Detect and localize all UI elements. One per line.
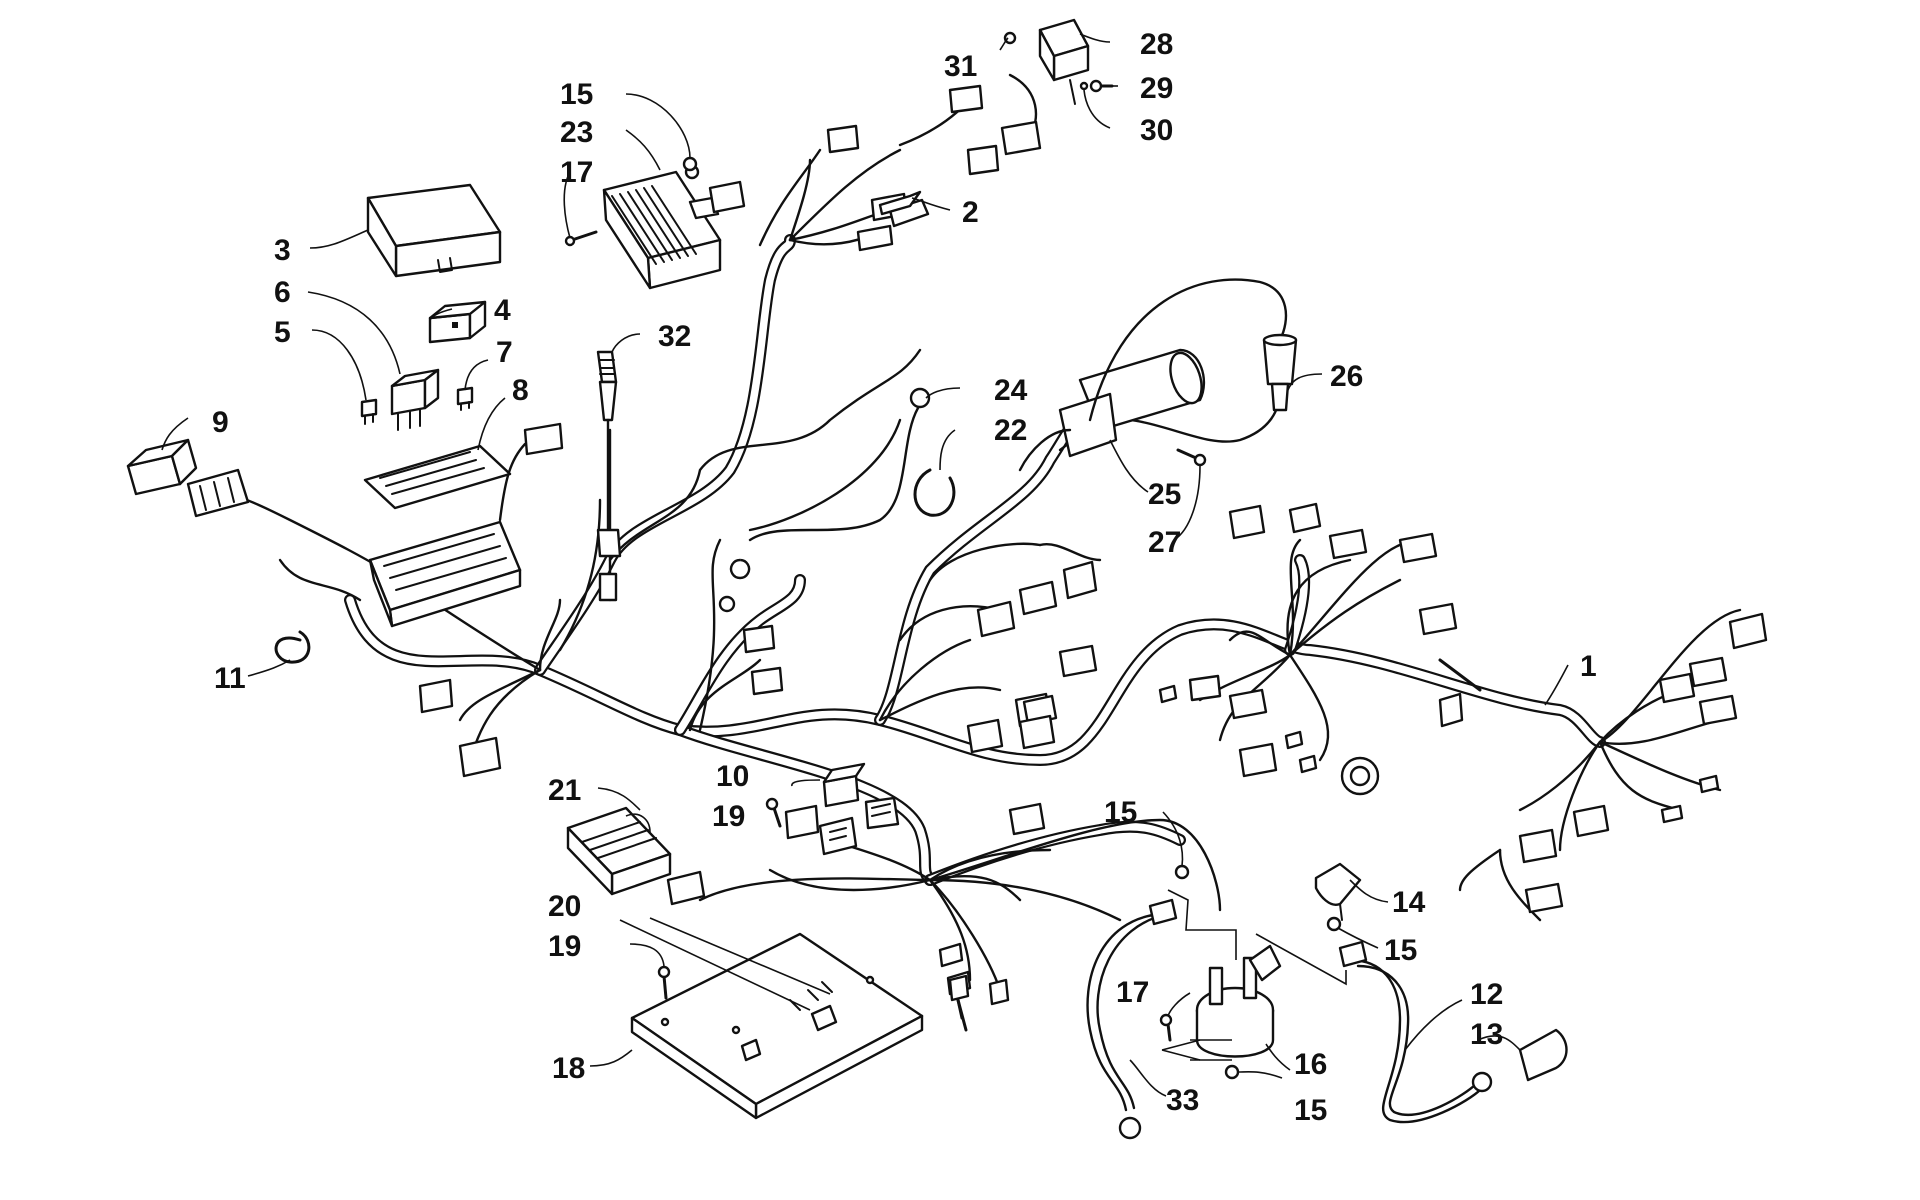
callout-28: 28 xyxy=(1140,28,1173,61)
voltage-regulator xyxy=(602,164,722,290)
callout-23: 23 xyxy=(560,116,593,149)
callout-21: 21 xyxy=(548,774,581,807)
leader-lines xyxy=(161,33,1569,1097)
callout-32: 32 xyxy=(658,320,691,353)
callout-24: 24 xyxy=(994,374,1028,407)
relay-10 xyxy=(784,762,900,856)
callout-7: 7 xyxy=(496,336,513,369)
callout-25: 25 xyxy=(1148,478,1181,511)
starter-solenoid xyxy=(1195,944,1282,1058)
harness-tail-plugs xyxy=(948,974,1010,1020)
callout-20: 20 xyxy=(548,890,581,923)
switch-28 xyxy=(1038,18,1090,105)
nut-15-right xyxy=(1326,916,1342,932)
nut-15-bottom xyxy=(1224,1064,1240,1080)
callout-10: 10 xyxy=(716,760,749,793)
terminal-boot-14 xyxy=(1314,862,1362,921)
callout-22: 22 xyxy=(994,414,1027,447)
ignition-coil xyxy=(1018,348,1206,472)
cdi-module xyxy=(566,806,706,906)
screw-27 xyxy=(1176,448,1207,467)
washer-30 xyxy=(1079,81,1089,91)
connector-fusebox xyxy=(498,422,564,522)
callout-8: 8 xyxy=(512,374,529,407)
main-wiring-harness xyxy=(344,234,1606,886)
callout-15-bottom: 15 xyxy=(1294,1094,1327,1127)
harness-connectors xyxy=(418,502,1768,1032)
clip-11 xyxy=(274,630,311,664)
fuse-5 xyxy=(360,398,378,425)
callout-15-top: 15 xyxy=(560,78,593,111)
callout-1: 1 xyxy=(1580,650,1597,683)
module-9 xyxy=(126,438,198,496)
clamp-22 xyxy=(913,468,956,517)
callout-13: 13 xyxy=(1470,1018,1503,1051)
callout-9: 9 xyxy=(212,406,229,439)
battery-cable-12 xyxy=(1338,940,1493,1124)
screw-19-bottom xyxy=(657,965,671,1000)
callout-27: 27 xyxy=(1148,526,1181,559)
callout-19-top: 19 xyxy=(712,800,745,833)
callout-17-top: 17 xyxy=(560,156,593,189)
callout-2: 2 xyxy=(962,196,979,229)
battery-cable-33 xyxy=(1086,898,1178,1140)
callout-labels: 1 2 3 4 5 6 7 8 9 10 11 12 13 14 15 15 1… xyxy=(212,28,1597,1127)
callout-6: 6 xyxy=(274,276,291,309)
callout-33: 33 xyxy=(1166,1084,1199,1117)
callout-3: 3 xyxy=(274,234,291,267)
callout-17-bottom: 17 xyxy=(1116,976,1149,1009)
callout-26: 26 xyxy=(1330,360,1363,393)
callout-14: 14 xyxy=(1392,886,1426,919)
screw-19-top xyxy=(765,797,782,828)
fuse-box-base xyxy=(186,468,522,628)
callout-19-bottom: 19 xyxy=(548,930,581,963)
ground-wire-24 xyxy=(729,387,931,580)
callout-11: 11 xyxy=(214,662,246,695)
callout-5: 5 xyxy=(274,316,291,349)
callout-18: 18 xyxy=(552,1052,585,1085)
nut-15-top xyxy=(682,156,698,172)
fuse-7 xyxy=(456,386,474,411)
connector-cluster-top xyxy=(708,84,1042,252)
relay-4 xyxy=(428,300,487,344)
screw-17-bottom xyxy=(1159,1013,1173,1042)
callout-15-right: 15 xyxy=(1384,934,1417,967)
fuse-board xyxy=(363,444,512,510)
callout-4: 4 xyxy=(494,294,511,327)
callout-12: 12 xyxy=(1470,978,1503,1011)
battery-tray xyxy=(630,932,924,1120)
relay-6 xyxy=(390,368,440,431)
callout-15-mid: 15 xyxy=(1104,796,1137,829)
screw-17-top xyxy=(564,230,598,247)
callout-31: 31 xyxy=(944,50,977,83)
callout-30: 30 xyxy=(1140,114,1173,147)
callout-16: 16 xyxy=(1294,1048,1327,1081)
sensor-32 xyxy=(596,350,622,602)
terminal-boot-13 xyxy=(1518,1028,1568,1082)
callout-29: 29 xyxy=(1140,72,1173,105)
nut-15-mid xyxy=(1174,864,1190,880)
nut-31 xyxy=(1003,31,1017,45)
fuse-box-cover xyxy=(366,183,502,278)
